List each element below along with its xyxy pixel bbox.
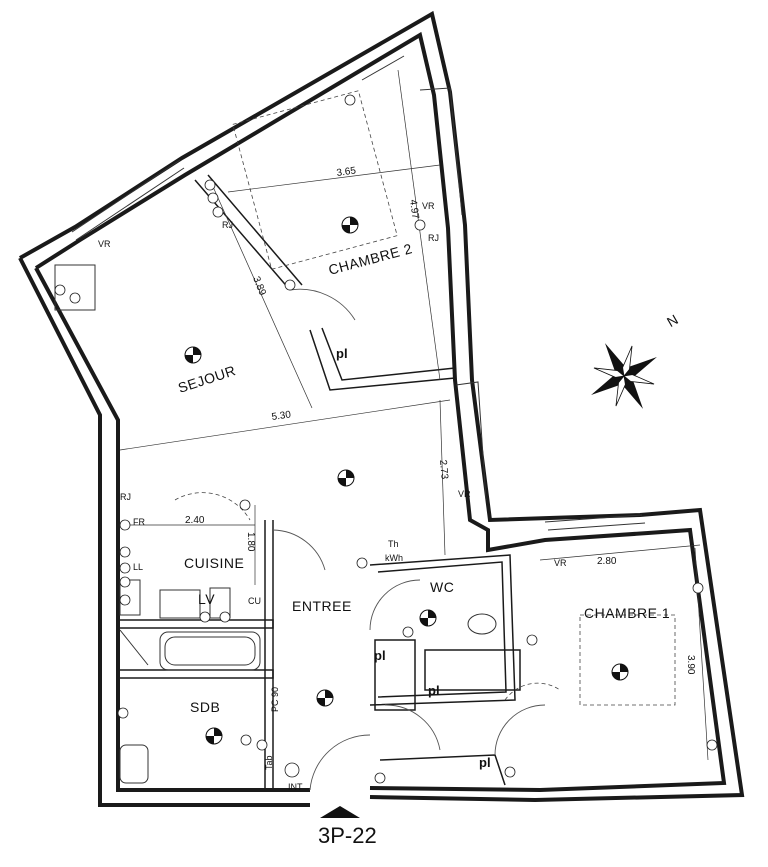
label-tab: Tab [264,755,274,770]
dim-chambre1-depth: 3.90 [685,655,696,675]
light-icon [337,469,355,487]
light-icon [205,727,223,745]
label-pl: pl [479,755,491,770]
label-vr: VR [554,558,567,568]
label-vr: VR [422,201,435,211]
light-icon [419,609,437,627]
outer-walls [18,10,745,807]
label-ll: LL [133,562,143,572]
room-label-entree: ENTREE [292,598,352,614]
door-swings [174,288,561,791]
windows [71,55,646,531]
label-pl: pl [374,648,386,663]
room-label-chambre2: CHAMBRE 2 [327,240,414,278]
dimension-lines [119,69,709,761]
label-rj: RJ [222,220,233,230]
dim-sejour-diag: 3.89 [250,275,268,298]
outlets [54,94,718,784]
label-pl: pl [428,683,440,698]
room-label-cuisine: CUISINE [184,555,244,571]
dim-cuisine-depth: 1.80 [245,532,256,552]
dim-sejour-width: 5.30 [271,409,292,423]
label-pc: PC 90 [270,687,280,712]
label-rj: RJ [428,233,439,243]
light-icon [611,663,629,681]
dim-chambre1-width: 2.80 [597,556,617,567]
label-vr: VR [458,489,471,499]
entry-arrow-icon [320,806,360,818]
label-int: INT [288,782,303,792]
dim-cuisine-width: 2.40 [185,515,205,526]
label-fr: FR [133,517,145,527]
apartment-reference: 3P-22 [318,823,377,848]
room-label-sdb: SDB [190,699,220,715]
light-icon [184,346,202,364]
label-kwh: kWh [385,553,403,563]
room-label-sejour: SEJOUR [176,362,238,396]
label-th: Th [388,539,399,549]
north-label: N [664,311,681,330]
label-rj: RJ [120,492,131,502]
room-label-wc: WC [430,579,454,595]
label-cu: CU [248,596,261,606]
dim-chambre2-depth: 4.97 [407,199,421,220]
label-lv: LV [198,591,215,607]
dim-chambre2-width: 3.65 [336,165,357,179]
north-arrow-icon [591,343,657,409]
label-vr: VR [98,239,111,249]
ceiling-lights [184,216,629,745]
dim-sejour-depth: 2.73 [437,459,450,480]
room-label-chambre1: CHAMBRE 1 [584,605,670,621]
label-pl: pl [336,346,348,361]
light-icon [341,216,359,234]
light-icon [316,689,334,707]
furniture [54,90,676,784]
